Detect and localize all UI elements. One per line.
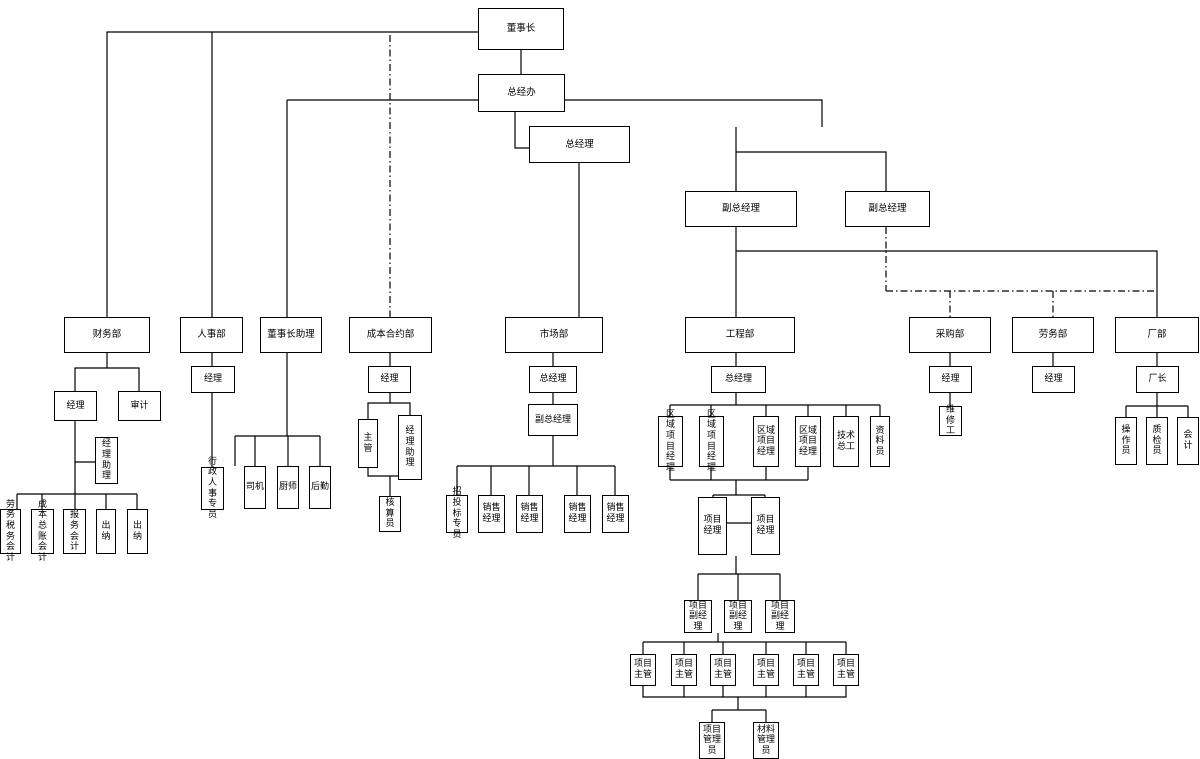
node-czy: 操作员 xyxy=(1115,417,1137,465)
node-dszzl: 董事长助理 xyxy=(260,317,322,353)
node-zly: 资料员 xyxy=(870,416,890,467)
node-xsjl-4: 销售经理 xyxy=(602,495,629,533)
node-xmzg-6: 项目主管 xyxy=(833,654,859,686)
node-qyxmjl-2: 区域项目经理 xyxy=(699,410,724,473)
node-cbhyb: 成本合约部 xyxy=(349,317,432,353)
node-lwzwkj: 劳务税务会计 xyxy=(0,500,21,563)
node-xmzg-2: 项目主管 xyxy=(671,654,697,686)
node-xsjl-2: 销售经理 xyxy=(516,495,543,533)
node-lw-jl: 经理 xyxy=(1032,366,1075,393)
node-qyxmjl-3: 区域项目经理 xyxy=(753,416,779,467)
node-zjl: 总经理 xyxy=(529,126,630,163)
node-ztbzy: 招投标专员 xyxy=(446,487,468,540)
node-rsb: 人事部 xyxy=(180,317,243,353)
node-xmjl-2: 项目经理 xyxy=(751,497,780,555)
node-xmfjl-1: 项目副经理 xyxy=(684,600,712,633)
node-cz: 厂长 xyxy=(1136,366,1179,393)
node-cg-jl: 经理 xyxy=(929,366,972,393)
node-xmzg-3: 项目主管 xyxy=(710,654,736,686)
node-xzrszy: 行政人事专员 xyxy=(201,457,224,520)
node-lwb: 劳务部 xyxy=(1012,317,1094,353)
node-zjy: 质检员 xyxy=(1146,417,1168,465)
node-zjb: 总经办 xyxy=(478,74,565,112)
node-scb: 市场部 xyxy=(505,317,603,353)
node-qyxmjl-4: 区域项目经理 xyxy=(795,416,821,467)
node-xmjl-1: 项目经理 xyxy=(698,497,727,555)
node-xmfjl-3: 项目副经理 xyxy=(765,600,795,633)
node-xmgly: 项目管理员 xyxy=(699,722,725,759)
node-zg: 主管 xyxy=(358,419,378,468)
node-cw-jl: 经理 xyxy=(54,391,97,421)
node-gcb: 工程部 xyxy=(685,317,795,353)
node-cw-jlzl: 经理助理 xyxy=(95,437,118,484)
node-dsz: 董事长 xyxy=(478,8,564,50)
node-sj: 审计 xyxy=(118,391,161,421)
node-xsjl-3: 销售经理 xyxy=(564,495,591,533)
node-sj2: 司机 xyxy=(244,466,266,509)
node-cb-jlzl: 经理助理 xyxy=(398,415,422,480)
node-fzjl-2: 副总经理 xyxy=(845,191,930,227)
node-cgb: 采购部 xyxy=(909,317,991,353)
node-bwkj: 报务会计 xyxy=(63,509,86,554)
node-cs: 厨师 xyxy=(277,466,299,509)
node-xmzg-5: 项目主管 xyxy=(793,654,819,686)
node-cwb: 财务部 xyxy=(64,317,150,353)
node-xsjl-1: 销售经理 xyxy=(478,495,505,533)
node-cn-2: 出纳 xyxy=(127,509,148,554)
node-gc-zjl: 总经理 xyxy=(711,366,766,393)
node-fzjl-1: 副总经理 xyxy=(685,191,797,227)
node-rs-jl: 经理 xyxy=(191,366,235,393)
node-sc-zjl: 总经理 xyxy=(529,366,577,393)
node-cn-1: 出纳 xyxy=(96,509,116,554)
node-cbzzkj: 成本总账会计 xyxy=(31,500,54,563)
node-hsy: 核算员 xyxy=(379,496,401,532)
node-hq: 后勤 xyxy=(309,466,331,509)
node-wxg: 维修工 xyxy=(939,405,962,436)
node-jszg: 技术总工 xyxy=(833,416,859,467)
node-xmfjl-2: 项目副经理 xyxy=(724,600,752,633)
node-xmzg-4: 项目主管 xyxy=(753,654,779,686)
node-clgly: 材料管理员 xyxy=(753,722,779,759)
node-xmzg-1: 项目主管 xyxy=(630,654,656,686)
node-kj: 会计 xyxy=(1177,417,1199,465)
node-cb: 厂部 xyxy=(1115,317,1199,353)
node-cb-jl: 经理 xyxy=(368,366,411,393)
node-qyxmjl-1: 区域项目经理 xyxy=(658,410,683,473)
node-sc-fzjl: 副总经理 xyxy=(528,404,578,436)
